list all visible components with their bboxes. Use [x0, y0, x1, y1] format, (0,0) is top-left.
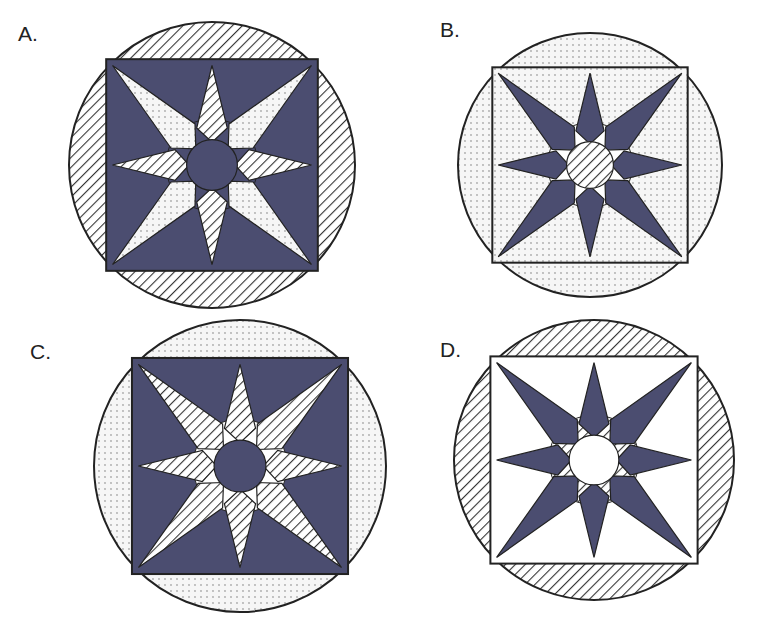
star-point: [138, 483, 223, 568]
center-circle: [214, 440, 266, 492]
square-block: [490, 356, 697, 563]
star-point: [605, 180, 682, 257]
star-point: [113, 150, 190, 181]
star-point: [579, 363, 609, 438]
star-point: [576, 186, 604, 257]
option-label: D.: [440, 338, 461, 362]
star-point: [197, 188, 228, 265]
star-point: [498, 73, 575, 150]
square-block: [106, 59, 318, 271]
option-label: B.: [440, 18, 460, 42]
star-point: [616, 445, 691, 475]
star-point: [138, 450, 216, 481]
star-point: [224, 489, 255, 567]
star-point: [113, 181, 196, 264]
option-label: C.: [30, 340, 51, 364]
center-circle: [569, 435, 619, 485]
star-point: [498, 180, 575, 257]
star-point: [579, 482, 609, 557]
star-point: [138, 364, 223, 449]
star-point: [228, 66, 311, 149]
star-point: [257, 364, 342, 449]
star-point: [497, 363, 579, 445]
outer-circle: [458, 33, 722, 297]
square-block: [132, 358, 348, 574]
star-point: [497, 445, 572, 475]
star-point: [197, 66, 228, 143]
star-point: [576, 73, 604, 144]
outer-circle: [69, 22, 355, 308]
star-point: [224, 364, 255, 442]
star-point: [113, 66, 196, 149]
star-point: [263, 450, 341, 481]
star-point: [497, 476, 579, 558]
outer-circle: [94, 320, 386, 612]
star-point: [610, 476, 692, 558]
star-point: [498, 151, 569, 179]
star-point: [257, 483, 342, 568]
star-point: [235, 150, 312, 181]
star-point: [611, 151, 682, 179]
outer-circle: [454, 320, 734, 600]
center-circle: [567, 142, 614, 189]
star-point: [228, 181, 311, 264]
option-label: A.: [18, 22, 38, 46]
center-circle: [187, 140, 238, 191]
star-point: [605, 73, 682, 150]
star-point: [610, 363, 692, 445]
square-block: [492, 67, 687, 262]
